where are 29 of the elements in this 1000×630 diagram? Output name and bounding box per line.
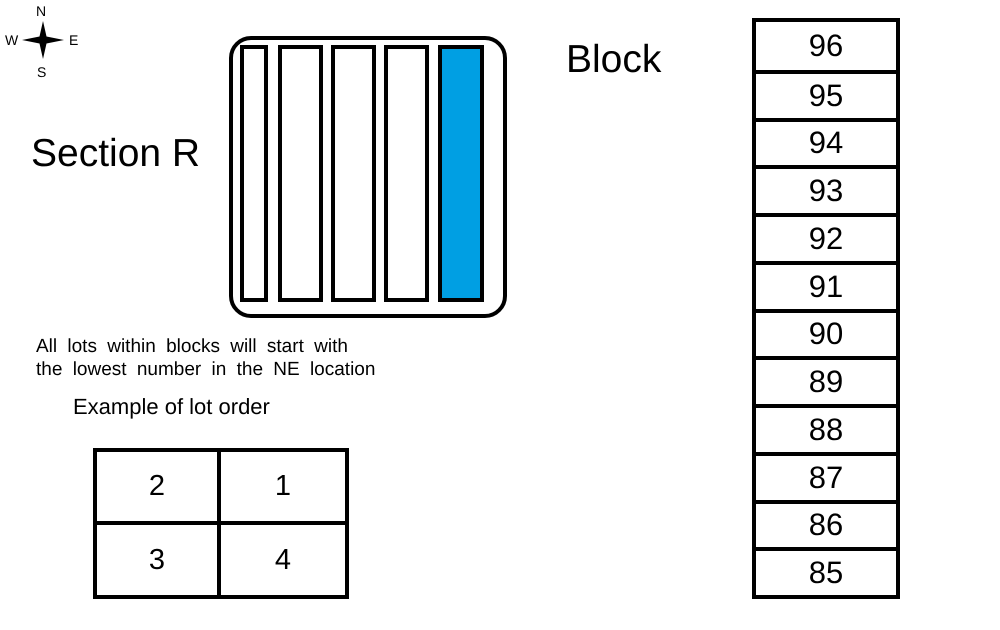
block-lot-cell: 93 [756,165,896,213]
highlighted-lot-row-strip [438,45,484,302]
block-lot-cell: 94 [756,118,896,166]
compass-direction-label: E [69,32,78,49]
block-lot-cell: 95 [756,70,896,118]
section-label: Section R [31,131,200,177]
block-heading: Block [566,37,662,83]
lot-cell: 2 [97,452,221,525]
block-lot-cell: 91 [756,260,896,308]
lot-row-strip [240,45,268,302]
lot-cell: 1 [221,452,345,525]
block-lot-cell: 86 [756,500,896,548]
block-lot-cell: 92 [756,213,896,261]
block-lot-cell: 88 [756,404,896,452]
lot-cell: 3 [97,525,221,595]
block-lot-cell: 87 [756,452,896,500]
block-lot-cell: 85 [756,547,896,595]
note-text: All lots within blocks will start with the lowest number in the NE location [36,335,376,381]
lot-row-strip [331,45,376,302]
compass-direction-label: S [37,64,46,81]
compass-direction-label: W [5,32,18,49]
block-lot-cell: 89 [756,356,896,404]
block-lot-cell: 96 [756,22,896,70]
compass-direction-label: N [36,3,46,20]
lot-cell: 4 [221,525,345,595]
lot-row-strip [278,45,323,302]
block-lot-cell: 90 [756,308,896,356]
lot-row-strip [384,45,429,302]
example-heading: Example of lot order [73,394,270,420]
